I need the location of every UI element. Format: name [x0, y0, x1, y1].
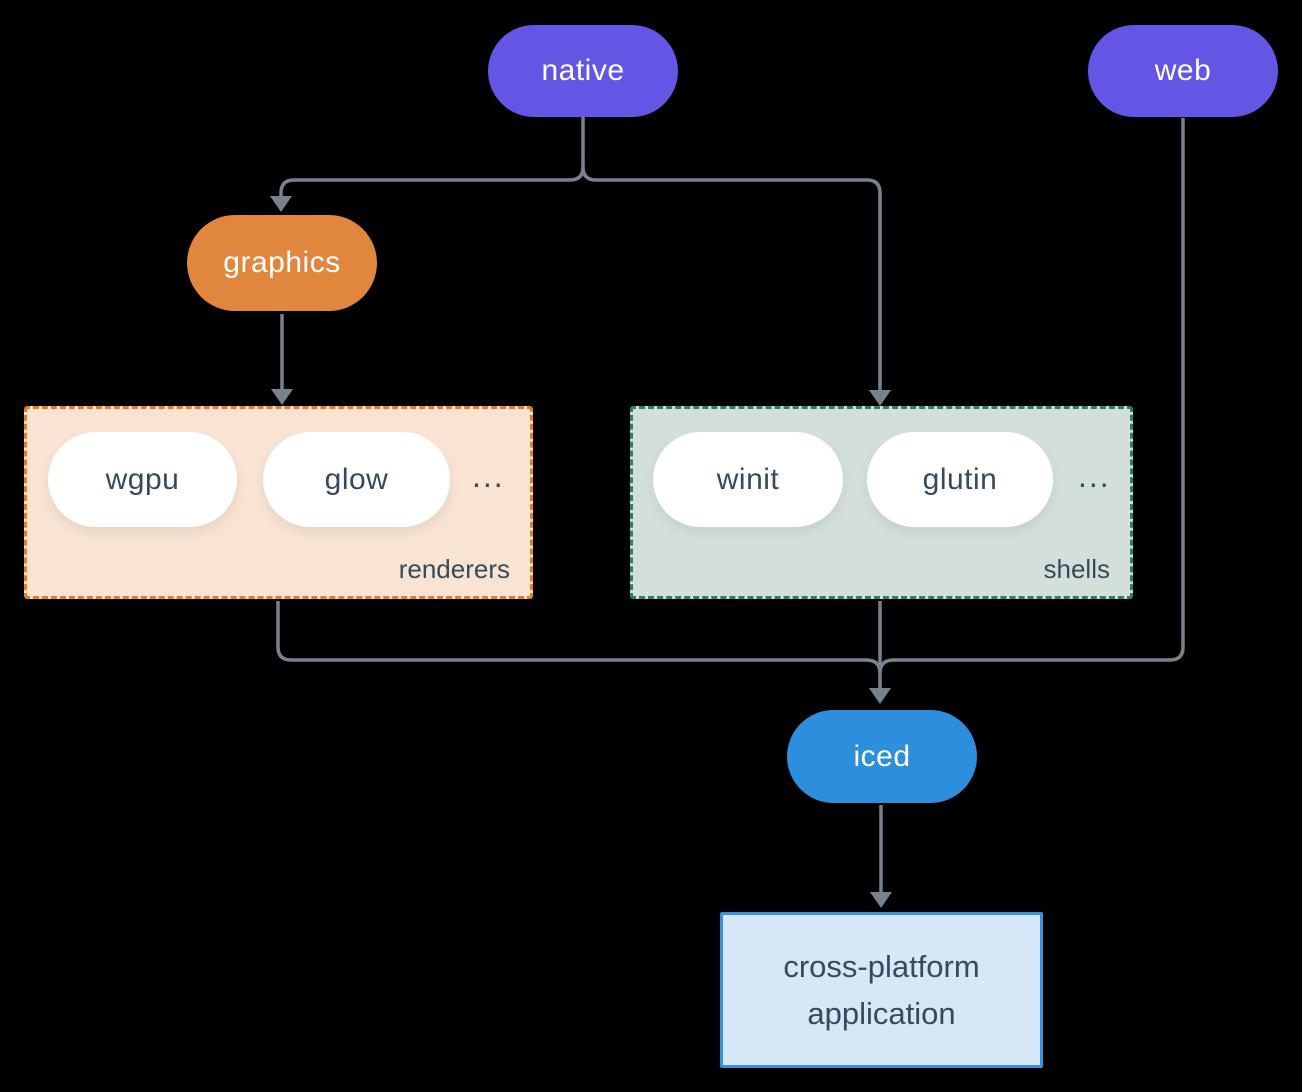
node-cross-platform-application: cross-platform application: [720, 912, 1043, 1068]
group-shells-label: shells: [1043, 554, 1110, 584]
arrowhead-renderers-entry: [271, 389, 293, 405]
arrowhead-app-entry: [870, 892, 892, 908]
node-graphics-label: graphics: [223, 246, 341, 279]
node-glutin-label: glutin: [922, 462, 998, 496]
node-iced-label: iced: [853, 739, 911, 773]
node-native: native: [488, 25, 678, 117]
node-wgpu: wgpu: [48, 432, 237, 527]
arrowhead-shells-entry: [869, 390, 891, 406]
node-glow: glow: [263, 432, 450, 527]
node-winit-label: winit: [716, 462, 780, 496]
group-renderers-label: renderers: [398, 554, 510, 584]
renderers-ellipsis: ...: [472, 458, 505, 494]
shells-ellipsis: ...: [1078, 458, 1111, 494]
edge-native-to-graphics: [279, 116, 585, 198]
node-glow-label: glow: [324, 462, 389, 496]
node-web: web: [1088, 25, 1278, 117]
app-label-line1: cross-platform: [783, 949, 980, 984]
node-graphics: graphics: [187, 215, 377, 311]
app-label-line2: application: [807, 996, 956, 1031]
node-web-label: web: [1154, 54, 1212, 87]
edge-native-to-shells: [581, 166, 882, 391]
node-glutin: glutin: [867, 432, 1053, 527]
node-native-label: native: [541, 54, 625, 87]
node-wgpu-label: wgpu: [105, 462, 180, 496]
node-winit: winit: [653, 432, 843, 527]
edge-renderers-to-merge: [276, 601, 882, 674]
node-iced: iced: [787, 710, 977, 803]
arrowhead-graphics-entry: [270, 196, 292, 212]
arrowhead-iced-entry: [869, 688, 891, 704]
